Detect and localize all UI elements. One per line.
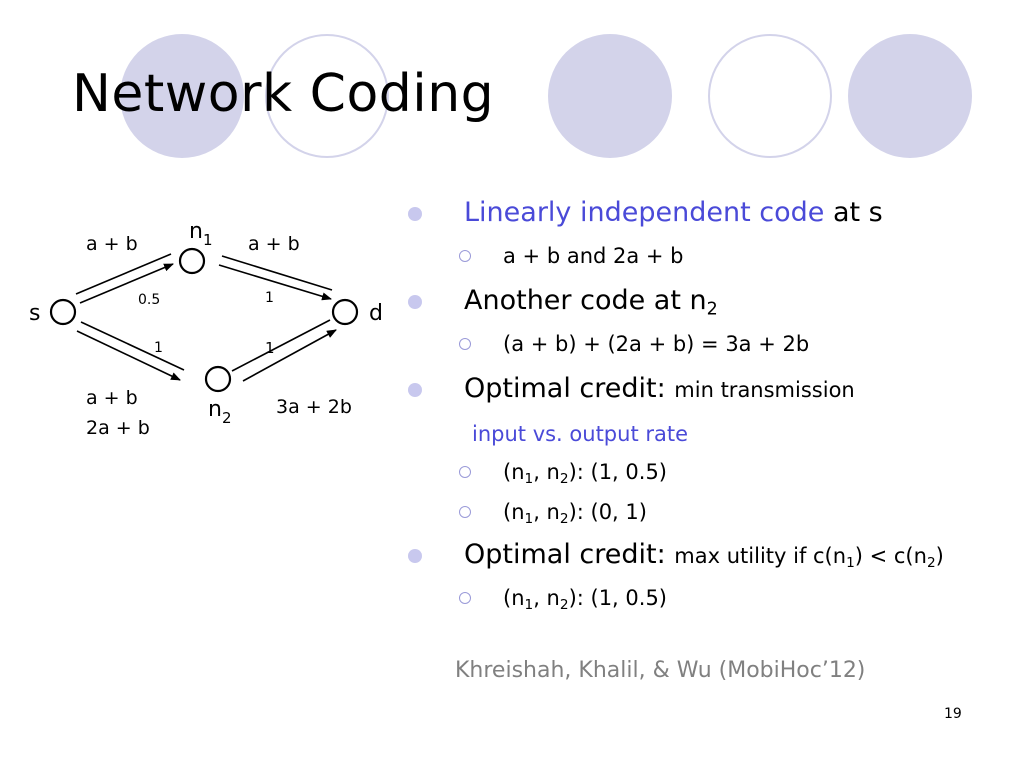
slide-number: 19 <box>944 706 962 722</box>
edge-s-n1-a <box>75 253 172 295</box>
edge-s-n1-b <box>79 263 174 304</box>
edge-label-n2-d-msg: 3a + 2b <box>276 396 352 418</box>
node-label-d: d <box>369 301 383 326</box>
edge-n1-d-a <box>221 255 333 291</box>
subbullet-ring-5 <box>459 592 471 604</box>
decor-circle-5 <box>848 34 972 158</box>
subbullet-ring-4 <box>459 506 471 518</box>
node-label-s: s <box>29 301 40 326</box>
edge-label-s-n2-msg2: 2a + b <box>86 417 150 439</box>
node-n1 <box>178 247 206 275</box>
node-n2 <box>204 365 232 393</box>
subbullet-1: a + b and 2a + b <box>503 244 684 268</box>
decor-circle-1 <box>120 34 244 158</box>
node-s <box>49 298 77 326</box>
node-label-n2: n2 <box>208 397 232 427</box>
decor-circle-4 <box>708 34 832 158</box>
network-diagram: s d n1 n2 a + b a + b a + b 2a + b 3a + … <box>29 219 383 439</box>
bullet-2: Another code at n2 <box>464 285 718 320</box>
bullet-1-rest: at s <box>824 197 883 228</box>
subbullet-5: (n1, n2): (1, 0.5) <box>503 586 667 614</box>
subbullet-4: (n1, n2): (0, 1) <box>503 500 647 528</box>
edge-rate-n1-d: 1 <box>265 290 274 306</box>
subbullet-ring-2 <box>459 338 471 350</box>
bullet-3-continuation: input vs. output rate <box>472 422 689 446</box>
subbullet-3: (n1, n2): (1, 0.5) <box>503 460 667 488</box>
node-label-n1: n1 <box>189 219 213 249</box>
node-d <box>331 298 359 326</box>
edge-n2-d-a <box>231 319 331 372</box>
slide-title: Network Coding <box>72 64 495 124</box>
edge-label-n1-d-msg: a + b <box>248 233 300 255</box>
bullet-4: Optimal credit: max utility if c(n1) < c… <box>464 539 944 572</box>
bullet-1: Linearly independent code at s <box>464 197 883 228</box>
decor-circle-2 <box>265 34 389 158</box>
subbullet-ring-3 <box>459 466 471 478</box>
bullet-dot-3 <box>408 383 422 397</box>
bullet-dot-4 <box>408 549 422 563</box>
subbullet-ring-1 <box>459 250 471 262</box>
decor-circle-3 <box>548 34 672 158</box>
edge-n2-d-b <box>242 329 337 382</box>
bullet-dot-2 <box>408 295 422 309</box>
bullet-3: Optimal credit: min transmission <box>464 373 855 404</box>
edge-s-n2-a <box>80 321 185 371</box>
edge-label-s-n1-msg: a + b <box>86 233 138 255</box>
citation: Khreishah, Khalil, & Wu (MobiHoc’12) <box>455 658 866 683</box>
edge-s-n2-b <box>76 330 181 381</box>
edge-rate-n2-d: 1 <box>265 339 275 357</box>
edge-rate-s-n2: 1 <box>154 340 163 356</box>
edge-label-s-n2-msg1: a + b <box>86 387 138 409</box>
subbullet-2: (a + b) + (2a + b) = 3a + 2b <box>503 332 810 356</box>
bullet-dot-1 <box>408 207 422 221</box>
edge-n1-d-b <box>218 264 332 301</box>
bullet-1-highlight: Linearly independent code <box>464 197 825 228</box>
edge-rate-s-n1: 0.5 <box>138 292 160 308</box>
